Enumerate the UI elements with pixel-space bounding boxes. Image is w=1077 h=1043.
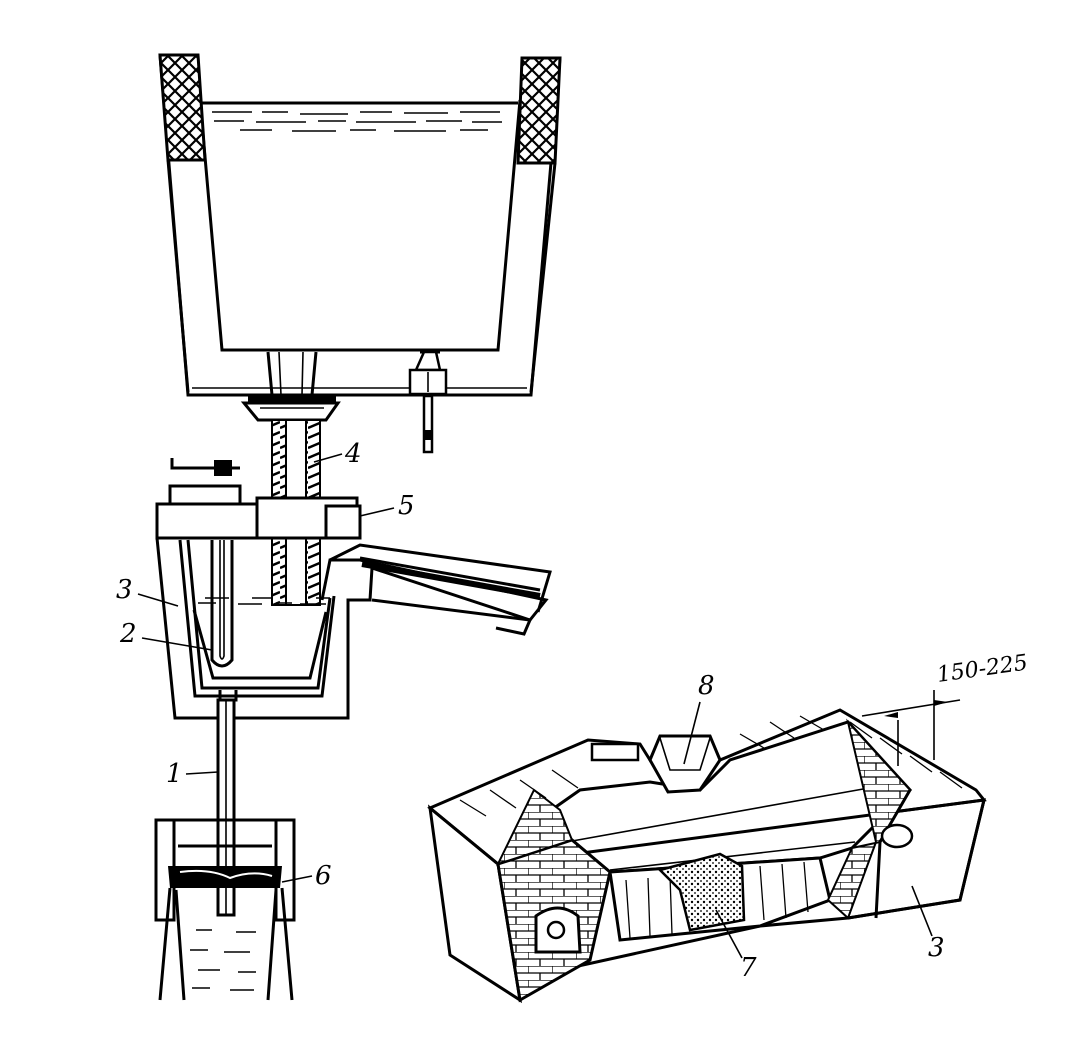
label-2: 2 [119,619,137,649]
label-1: 1 [166,759,183,789]
label-8: 8 [698,671,715,701]
label-4: 4 [344,439,362,469]
label-5: 5 [398,491,415,521]
ladle [158,53,562,454]
mould [154,818,296,1001]
tundish [155,458,552,720]
tundish-cutaway [427,690,987,1004]
label-3: 3 [116,575,133,605]
label-3b: 3 [928,933,945,963]
ladle-insulation-left [158,53,207,162]
metal-stream [216,698,236,917]
ladle-metal-surface [202,101,518,132]
label-7: 7 [740,953,757,983]
label-6: 6 [315,861,332,891]
dimension-label: 150-225 [935,650,1029,687]
ladle-insulation-right [516,56,562,165]
